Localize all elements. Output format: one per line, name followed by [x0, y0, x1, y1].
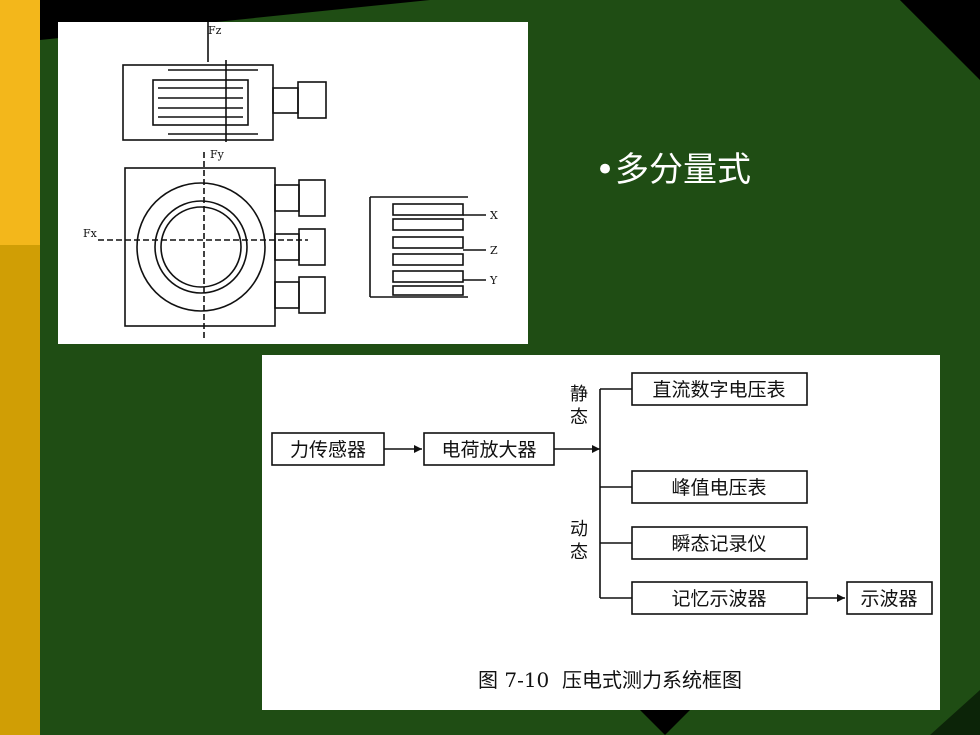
box-peak-voltmeter-label: 峰值电压表	[671, 477, 766, 499]
box-transient-recorder-label: 瞬态记录仪	[671, 533, 766, 555]
accent-bar-top	[0, 0, 40, 245]
box-sensor-label: 力传感器	[290, 439, 366, 461]
static-label-2: 态	[570, 407, 588, 428]
accent-bar-bottom	[0, 245, 40, 735]
dynamic-label-2: 态	[570, 542, 588, 563]
force-label-fy: Fy	[210, 148, 225, 161]
stack-label-y: Y	[489, 274, 498, 287]
stack-label-x: X	[490, 209, 498, 222]
force-label-fz: Fz	[208, 24, 222, 37]
block-diagram-panel: 静 态 动 态 力传感器 电荷放大器 直流数字电压表 峰值电压表 瞬态记录仪 记…	[262, 355, 940, 710]
block-diagram: 静 态 动 态 力传感器 电荷放大器 直流数字电压表 峰值电压表 瞬态记录仪 记…	[271, 372, 933, 692]
sensor-drawing-panel: Fz Fy Fx X Z Y	[58, 22, 528, 344]
dynamic-label-1: 动	[570, 519, 588, 540]
box-storage-scope-label: 记忆示波器	[671, 588, 766, 610]
box-amplifier-label: 电荷放大器	[441, 439, 536, 461]
box-dc-voltmeter-label: 直流数字电压表	[652, 379, 785, 401]
figure-caption: 图 7-10 压电式测力系统框图	[478, 668, 742, 692]
sensor-drawing: Fz Fy Fx X Z Y	[83, 22, 498, 340]
box-oscilloscope-label: 示波器	[860, 588, 917, 610]
stack-label-z: Z	[490, 244, 498, 257]
force-label-fx: Fx	[83, 227, 98, 240]
static-label-1: 静	[570, 384, 588, 405]
bullet-text: •多分量式	[595, 150, 752, 190]
